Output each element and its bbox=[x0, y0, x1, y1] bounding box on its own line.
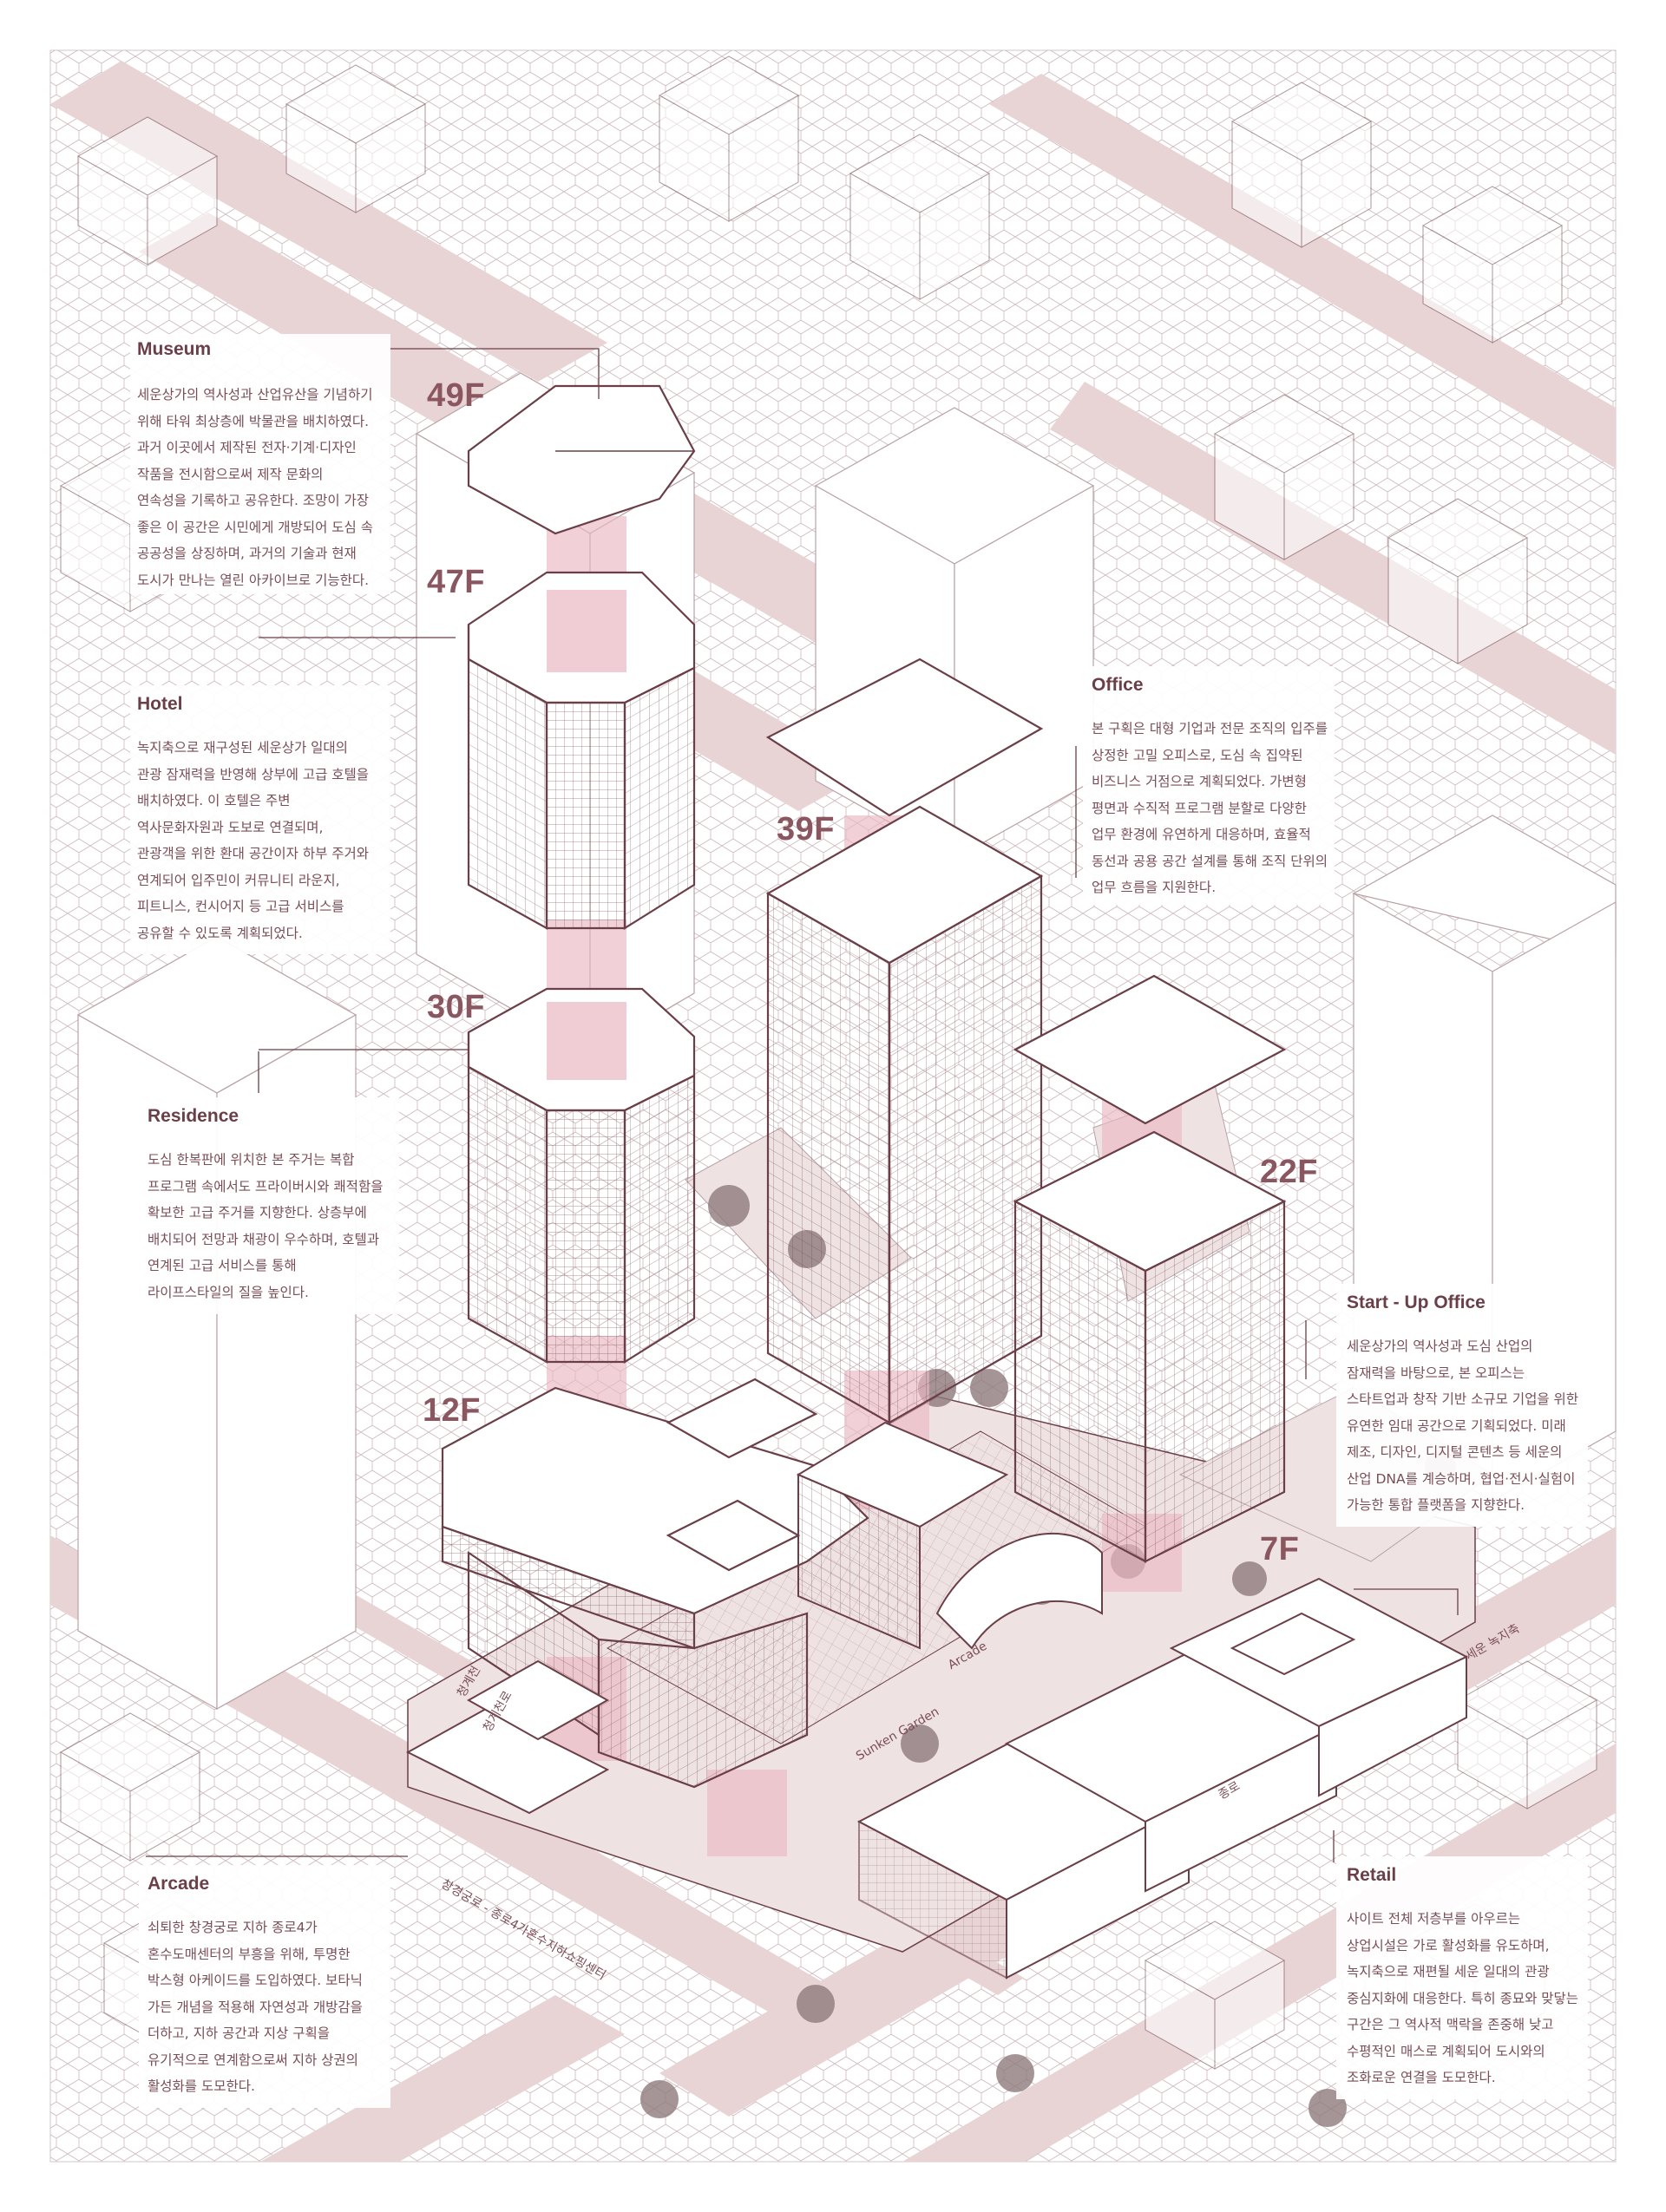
panel-body-arcade: 쇠퇴한 창경궁로 지하 종로4가 혼수도매센터의 부흥을 위해, 투명한 박스형… bbox=[148, 1920, 363, 2094]
panel-title-museum: Museum bbox=[137, 339, 212, 359]
panel-body-retail: 사이트 전체 저층부를 아우르는 상업시설은 가로 활성화를 유도하며, 녹지축… bbox=[1347, 1911, 1579, 2085]
panel-body-startup-office: 세운상가의 역사성과 도심 산업의 잠재력을 바탕으로, 본 오피스는 스타트업… bbox=[1347, 1338, 1579, 1513]
museum-roof bbox=[467, 384, 696, 535]
panel-office: Office 본 구획은 대형 기업과 전문 조직의 입주를 상정한 고밀 오피… bbox=[1083, 666, 1335, 905]
arcade-block bbox=[796, 1421, 1103, 1650]
office-tower bbox=[765, 658, 1044, 1424]
podium-12f bbox=[441, 1378, 869, 1789]
panel-body-office: 본 구획은 대형 기업과 전문 조직의 입주를 상정한 고밀 오피스로, 도심 … bbox=[1092, 721, 1328, 895]
panel-hotel: Hotel 녹지축으로 재구성된 세운상가 일대의 관광 잠재력을 반영해 상부… bbox=[130, 685, 390, 954]
leader-lines bbox=[146, 348, 1459, 1862]
panel-title-arcade: Arcade bbox=[148, 1874, 210, 1894]
startup-office-tower bbox=[1013, 974, 1287, 1563]
panel-title-startup-office: Start - Up Office bbox=[1347, 1293, 1486, 1312]
panel-title-retail: Retail bbox=[1347, 1865, 1397, 1885]
panel-museum: Museum 세운상가의 역사성과 산업유산을 기념하기 위해 타워 최상층에 … bbox=[130, 334, 390, 594]
panel-body-hotel: 녹지축으로 재구성된 세운상가 일대의 관광 잠재력을 반영해 상부에 고급 호… bbox=[137, 740, 370, 941]
panel-title-office: Office bbox=[1092, 675, 1144, 695]
panel-arcade: Arcade 쇠퇴한 창경궁로 지하 종로4가 혼수도매센터의 부흥을 위해, … bbox=[139, 1865, 390, 2108]
panel-body-residence: 도심 한복판에 위치한 본 주거는 복합 프로그램 속에서도 프라이버시와 쾌적… bbox=[148, 1152, 384, 1300]
floor-label-22f: 22F bbox=[1260, 1154, 1318, 1190]
panel-startup-office: Start - Up Office 세운상가의 역사성과 도심 산업의 잠재력을… bbox=[1336, 1284, 1588, 1527]
floor-label-49f: 49F bbox=[427, 377, 485, 414]
panel-residence: Residence 도심 한복판에 위치한 본 주거는 복합 프로그램 속에서도… bbox=[139, 1097, 399, 1314]
floor-label-47f: 47F bbox=[427, 564, 485, 600]
residence-tower bbox=[467, 987, 696, 1364]
panel-retail: Retail 사이트 전체 저층부를 아우르는 상업시설은 가로 활성화를 유도… bbox=[1336, 1856, 1588, 2099]
panel-body-museum: 세운상가의 역사성과 산업유산을 기념하기 위해 타워 최상층에 박물관을 배치… bbox=[137, 387, 373, 588]
floor-label-7f: 7F bbox=[1260, 1531, 1300, 1567]
retail-blocks bbox=[405, 1577, 1469, 1980]
panel-title-residence: Residence bbox=[148, 1106, 239, 1126]
floor-label-12f: 12F bbox=[423, 1392, 481, 1429]
panel-title-hotel: Hotel bbox=[137, 694, 183, 714]
floor-label-30f: 30F bbox=[427, 989, 485, 1025]
hotel-tower bbox=[467, 571, 696, 930]
floor-label-39f: 39F bbox=[777, 811, 835, 847]
